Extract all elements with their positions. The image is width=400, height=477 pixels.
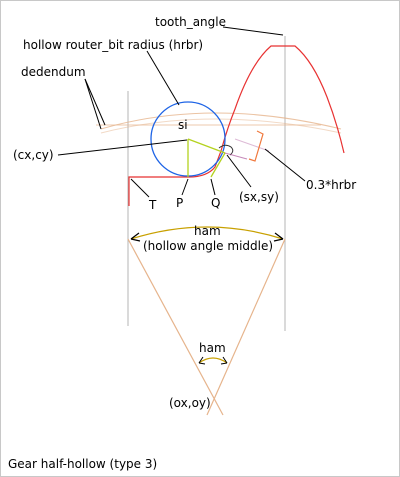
leader-cxcy: [57, 139, 188, 156]
leader-hrbr-fraction: [264, 148, 306, 182]
offset-segment-extend: [234, 138, 270, 152]
ham-arc-small: [198, 357, 228, 364]
leader-dedendum-1: [84, 78, 106, 126]
ham-line-right: [206, 238, 286, 416]
label-q: Q: [211, 196, 220, 210]
offset-segment: [224, 152, 248, 160]
leader-t: [130, 178, 150, 198]
diagram-caption: Gear half-hollow (type 3): [8, 457, 158, 471]
leader-dedendum-2: [84, 78, 102, 130]
dedendum-arc-outer: [100, 112, 342, 130]
label-p: P: [176, 196, 183, 210]
label-cxcy: (cx,cy): [13, 148, 54, 162]
leader-hollow-radius: [146, 50, 180, 106]
center-to-s-line: [187, 138, 226, 154]
label-tooth-angle: tooth_angle: [155, 15, 226, 29]
label-hollow-radius: hollow router_bit radius (hrbr): [23, 38, 203, 52]
si-angle-arc: [218, 144, 234, 156]
ham-arc-arrow-right: [273, 232, 284, 242]
ham-small-arrow-right: [220, 356, 228, 365]
ham-arc-arrow-left: [130, 232, 141, 242]
label-dedendum: dedendum: [21, 65, 86, 79]
leader-q: [210, 178, 216, 196]
ham-line-left: [127, 238, 224, 416]
s-to-q-line: [210, 152, 226, 178]
leader-tooth-angle: [222, 26, 284, 36]
label-t: T: [148, 198, 157, 212]
leader-p: [181, 178, 189, 196]
dedendum-arc-inner: [100, 118, 342, 134]
ham-small-arrow-left: [198, 356, 206, 365]
label-ham-long: (hollow angle middle): [143, 239, 273, 253]
leader-sxsy: [226, 154, 252, 188]
label-sxsy: (sx,sy): [239, 190, 279, 204]
label-oxoy: (ox,oy): [169, 396, 211, 410]
label-si: si: [178, 118, 188, 132]
label-ham-small: ham: [199, 341, 226, 355]
label-hrbr-fraction: 0.3*hrbr: [306, 178, 356, 192]
label-ham: ham: [194, 224, 221, 238]
ham-arc-large: [130, 226, 284, 240]
tooth-profile: [128, 45, 345, 206]
hrbr-fraction-bracket: [248, 130, 264, 162]
